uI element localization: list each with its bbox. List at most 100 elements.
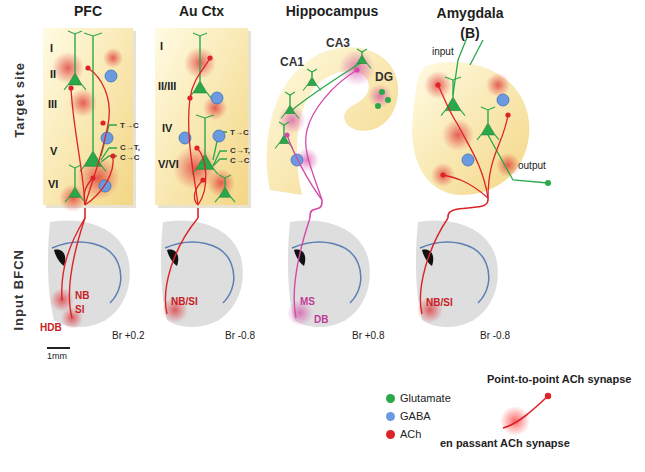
nucleus-label: MS bbox=[300, 296, 315, 308]
scale-label: 1mm bbox=[47, 351, 67, 362]
pyramidal-neuron bbox=[445, 97, 461, 111]
pyramidal-neuron bbox=[307, 77, 317, 86]
pyramidal-neuron bbox=[285, 105, 295, 114]
apical-dendrite bbox=[74, 34, 75, 73]
bregma-level: Br -0.8 bbox=[225, 330, 255, 341]
bregma-level: Br +0.8 bbox=[352, 330, 385, 341]
brain-section-outline bbox=[48, 221, 130, 328]
gaba-interneuron bbox=[497, 94, 509, 106]
legend-text: ACh bbox=[400, 428, 421, 440]
legend-text: GABA bbox=[400, 410, 431, 422]
ach-release-glow bbox=[52, 52, 84, 84]
apical-dendrite bbox=[204, 118, 205, 154]
region-label: DG bbox=[375, 70, 393, 84]
layer-number: I bbox=[50, 42, 53, 55]
basal-dendrite bbox=[215, 197, 235, 202]
pyramidal-neuron bbox=[69, 187, 81, 197]
cholinergic-axon bbox=[443, 175, 488, 198]
ach-release-glow bbox=[278, 106, 306, 134]
ach-release-glow bbox=[431, 163, 455, 187]
cholinergic-axon bbox=[71, 88, 85, 205]
cholinergic-projection bbox=[448, 198, 488, 218]
region-outline bbox=[267, 47, 398, 195]
white-matter-tract bbox=[292, 242, 361, 303]
nucleus-label: NB/SI bbox=[171, 296, 198, 308]
pyramidal-neuron bbox=[357, 55, 367, 64]
legend-entry: Point-to-point ACh synapse bbox=[487, 373, 631, 385]
row-label: Target site bbox=[12, 62, 28, 138]
ach-synapse bbox=[194, 145, 199, 150]
ach-release-glow bbox=[59, 184, 87, 212]
glutamate-cell bbox=[375, 103, 381, 109]
gaba-interneuron bbox=[211, 92, 223, 104]
apical-dendrite bbox=[224, 178, 225, 187]
ach-release-glow bbox=[424, 71, 452, 99]
brain-section-outline bbox=[288, 221, 370, 328]
legend-text: Point-to-point ACh synapse bbox=[487, 373, 631, 385]
glutamate-axon bbox=[292, 62, 362, 110]
basal-dendrite bbox=[64, 85, 86, 90]
pyramidal-neuron bbox=[481, 123, 495, 135]
dendrite-tuft bbox=[219, 175, 231, 178]
dendrite-tuft bbox=[279, 122, 289, 125]
en-passant-sample bbox=[500, 406, 530, 436]
ach-synapse bbox=[505, 112, 510, 117]
scale-bar bbox=[47, 347, 70, 349]
legend-text: Glutamate bbox=[400, 392, 451, 404]
glutamate-axon bbox=[101, 125, 117, 156]
ach-synapse bbox=[207, 55, 212, 60]
legend-entry: Glutamate bbox=[386, 392, 451, 404]
gaba-interneuron bbox=[101, 132, 113, 144]
glutamate-cell bbox=[545, 180, 551, 186]
legend-entry: GABA bbox=[386, 410, 431, 422]
nucleus-label: NB/SI bbox=[426, 297, 453, 309]
ach-synapse bbox=[110, 153, 115, 158]
layer-number: I bbox=[160, 40, 163, 53]
basal-dendrite bbox=[80, 166, 106, 171]
nucleus-label: SI bbox=[75, 304, 84, 316]
ach-synapse bbox=[284, 132, 289, 137]
basal-dendrite bbox=[303, 86, 321, 91]
legend-text: en passant ACh synapse bbox=[440, 437, 570, 449]
cholinergic-axon bbox=[85, 156, 113, 205]
nucleus-label: HDB bbox=[40, 322, 62, 334]
basal-dendrite bbox=[477, 135, 499, 140]
glutamate-cell bbox=[385, 97, 391, 103]
ach-synapse bbox=[85, 65, 90, 70]
apical-dendrite bbox=[74, 168, 75, 187]
apical-dendrite bbox=[283, 125, 284, 135]
ach-synapse bbox=[100, 120, 105, 125]
cholinergic-axon bbox=[438, 85, 488, 198]
panel-title: Hippocampus bbox=[262, 3, 402, 19]
pathway-label: input bbox=[432, 46, 454, 58]
dendrite-tuft bbox=[285, 92, 295, 95]
pyramidal-neuron bbox=[219, 187, 231, 197]
apical-dendrite bbox=[289, 95, 290, 105]
panel-title: Au Ctx bbox=[155, 3, 248, 19]
dendrite-tuft bbox=[84, 33, 102, 36]
dendrite-tuft bbox=[69, 165, 81, 168]
node-outline bbox=[280, 218, 387, 346]
region-outline bbox=[412, 62, 529, 195]
legend-swatch bbox=[386, 412, 395, 421]
ach-synapse bbox=[435, 82, 440, 87]
layer-number: II bbox=[50, 68, 56, 81]
dendrite-tuft bbox=[445, 77, 461, 80]
layer-number: V bbox=[50, 145, 57, 158]
ach-release-glow bbox=[486, 73, 510, 97]
brain-section-outline bbox=[161, 221, 243, 328]
pathway-label: output bbox=[518, 160, 546, 172]
cholinergic-axon bbox=[165, 218, 198, 314]
ach-release-glow bbox=[339, 50, 375, 86]
panel-title: PFC bbox=[43, 3, 133, 19]
brain-section: Br -0.8 bbox=[408, 218, 512, 346]
layer-number: III bbox=[48, 98, 57, 111]
projection-label: C→T, C→C bbox=[120, 143, 144, 162]
ach-release-glow bbox=[207, 169, 235, 197]
panel-background bbox=[43, 28, 133, 205]
panel-background bbox=[155, 28, 248, 205]
brain-section: Br +0.8 bbox=[280, 218, 387, 346]
node-outline bbox=[408, 218, 512, 346]
projection-label: T→C bbox=[230, 128, 249, 138]
bregma-level: Br +0.2 bbox=[112, 330, 145, 341]
